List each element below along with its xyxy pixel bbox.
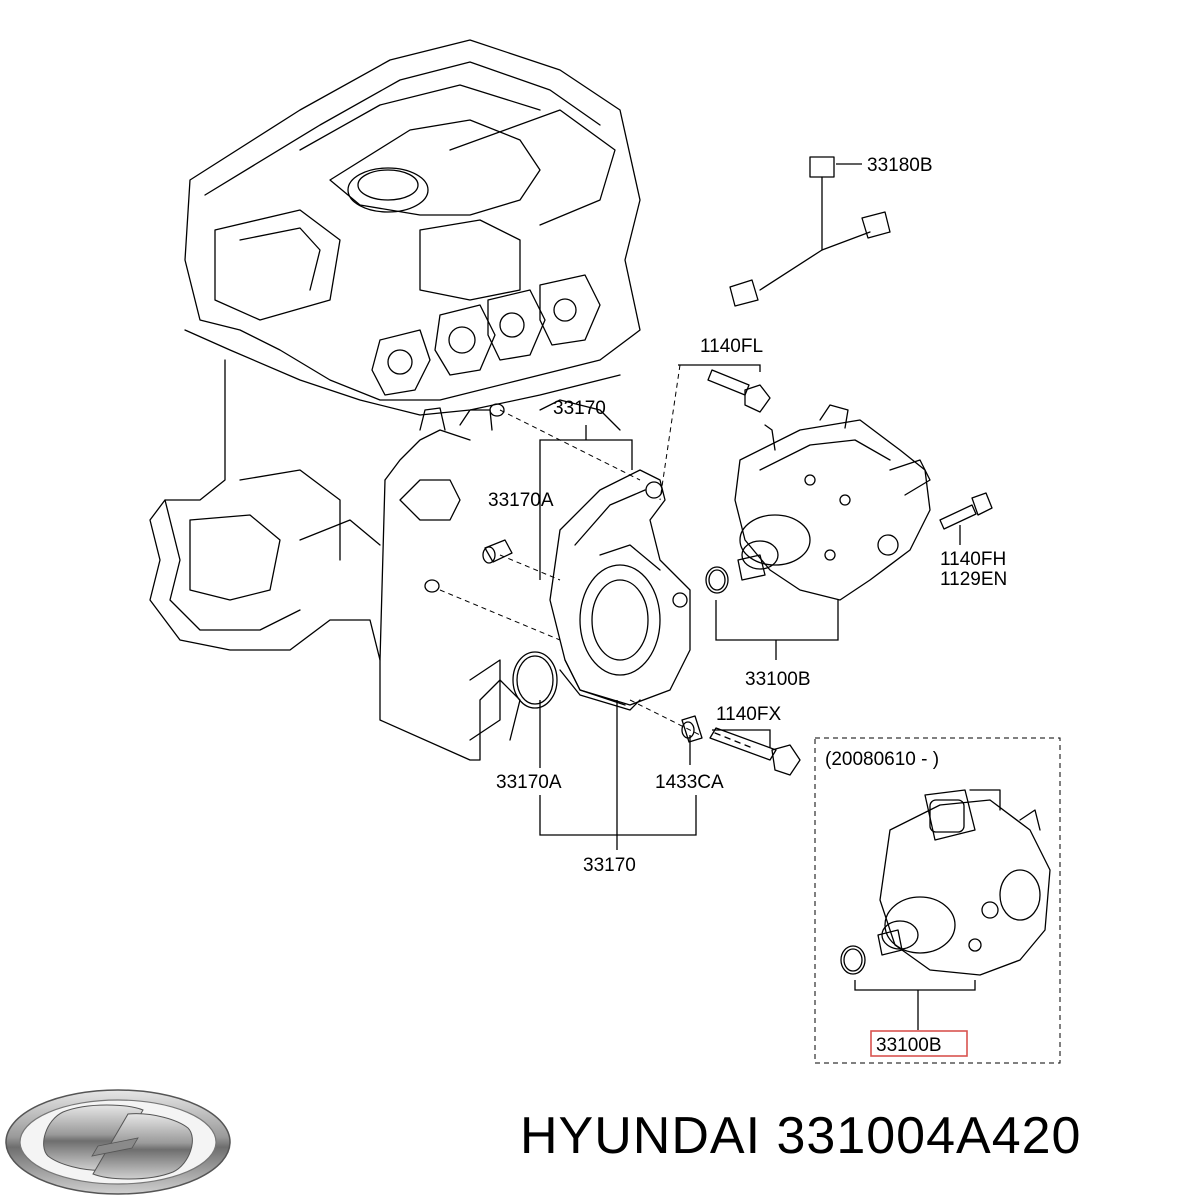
side-bolt-illustration [939,492,993,530]
part-number: 331004A420 [776,1107,1082,1165]
hyundai-logo-icon [5,1089,231,1195]
engine-block-illustration [149,39,641,761]
fuel-pump-inset-illustration [840,789,1051,976]
label-pump-main: 33100B [745,669,811,690]
label-side-bolt-2: 1129EN [940,569,1007,590]
label-lower-bolt: 1140FX [716,704,781,725]
brand-name: HYUNDAI [520,1107,762,1165]
fuel-pump-main-illustration [734,404,931,601]
label-bracket-a-bottom: 33170A [496,772,562,793]
label-bracket-top: 33170 [553,398,606,419]
label-bushing: 1433CA [655,772,724,793]
pump-bracket-illustration [549,469,691,711]
label-upper-bolt: 1140FL [700,336,763,357]
label-inset-date: (20080610 - ) [825,749,939,770]
block-bushings [424,403,513,593]
label-bracket-a-top: 33170A [488,490,554,511]
leader-lines [439,163,976,1030]
upper-bolt-illustration [707,369,771,413]
label-bracket-bottom: 33170 [583,855,636,876]
label-side-bolt-1: 1140FH [940,549,1006,570]
label-wiring-harness: 33180B [867,155,933,176]
inset-frame [814,737,1061,1064]
wiring-harness-illustration [729,156,891,307]
label-inset-pump: 33100B [876,1035,942,1056]
highlight-box [870,1030,968,1057]
lower-fasteners [681,715,801,776]
brand-part-number: HYUNDAI 331004A420 [520,1106,1200,1186]
o-rings [512,566,729,709]
